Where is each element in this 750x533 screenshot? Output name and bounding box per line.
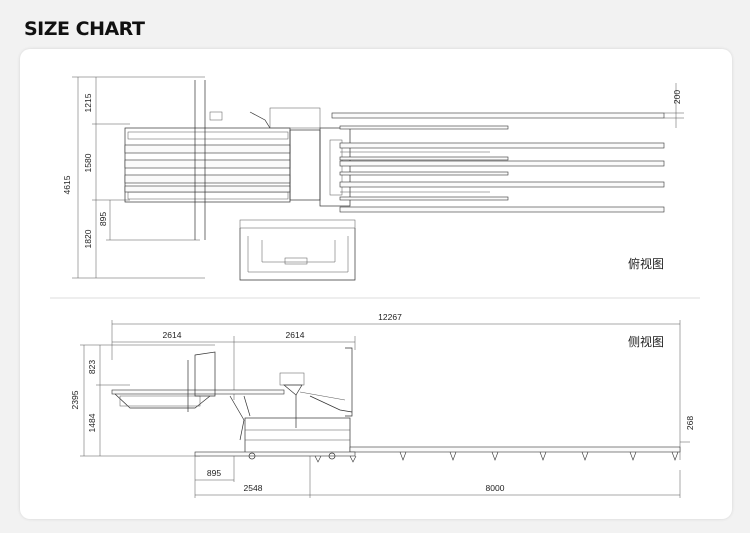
dim-895-base: 895 (207, 468, 221, 478)
dim-4615: 4615 (62, 175, 72, 194)
dim-2614-a: 2614 (163, 330, 182, 340)
dim-1580: 1580 (83, 153, 93, 172)
side-view-rail (349, 446, 681, 453)
top-view-rails (331, 112, 665, 213)
dim-823: 823 (87, 360, 97, 374)
dim-8000: 8000 (486, 483, 505, 493)
dim-2548: 2548 (244, 483, 263, 493)
dim-1484: 1484 (87, 413, 97, 432)
page-title: SIZE CHART (24, 18, 145, 40)
dim-2395: 2395 (70, 390, 80, 409)
dim-268: 268 (685, 416, 695, 430)
dim-200: 200 (672, 90, 682, 104)
dim-1215: 1215 (83, 93, 93, 112)
side-view-drawing (80, 320, 690, 498)
top-view-label: 俯视图 (628, 256, 664, 271)
side-view-label: 侧视图 (628, 334, 664, 349)
dim-1820: 1820 (83, 229, 93, 248)
top-view-drawing (72, 76, 684, 281)
dim-12267: 12267 (378, 312, 402, 322)
dim-2614-b: 2614 (286, 330, 305, 340)
dim-895-inner: 895 (98, 212, 108, 226)
